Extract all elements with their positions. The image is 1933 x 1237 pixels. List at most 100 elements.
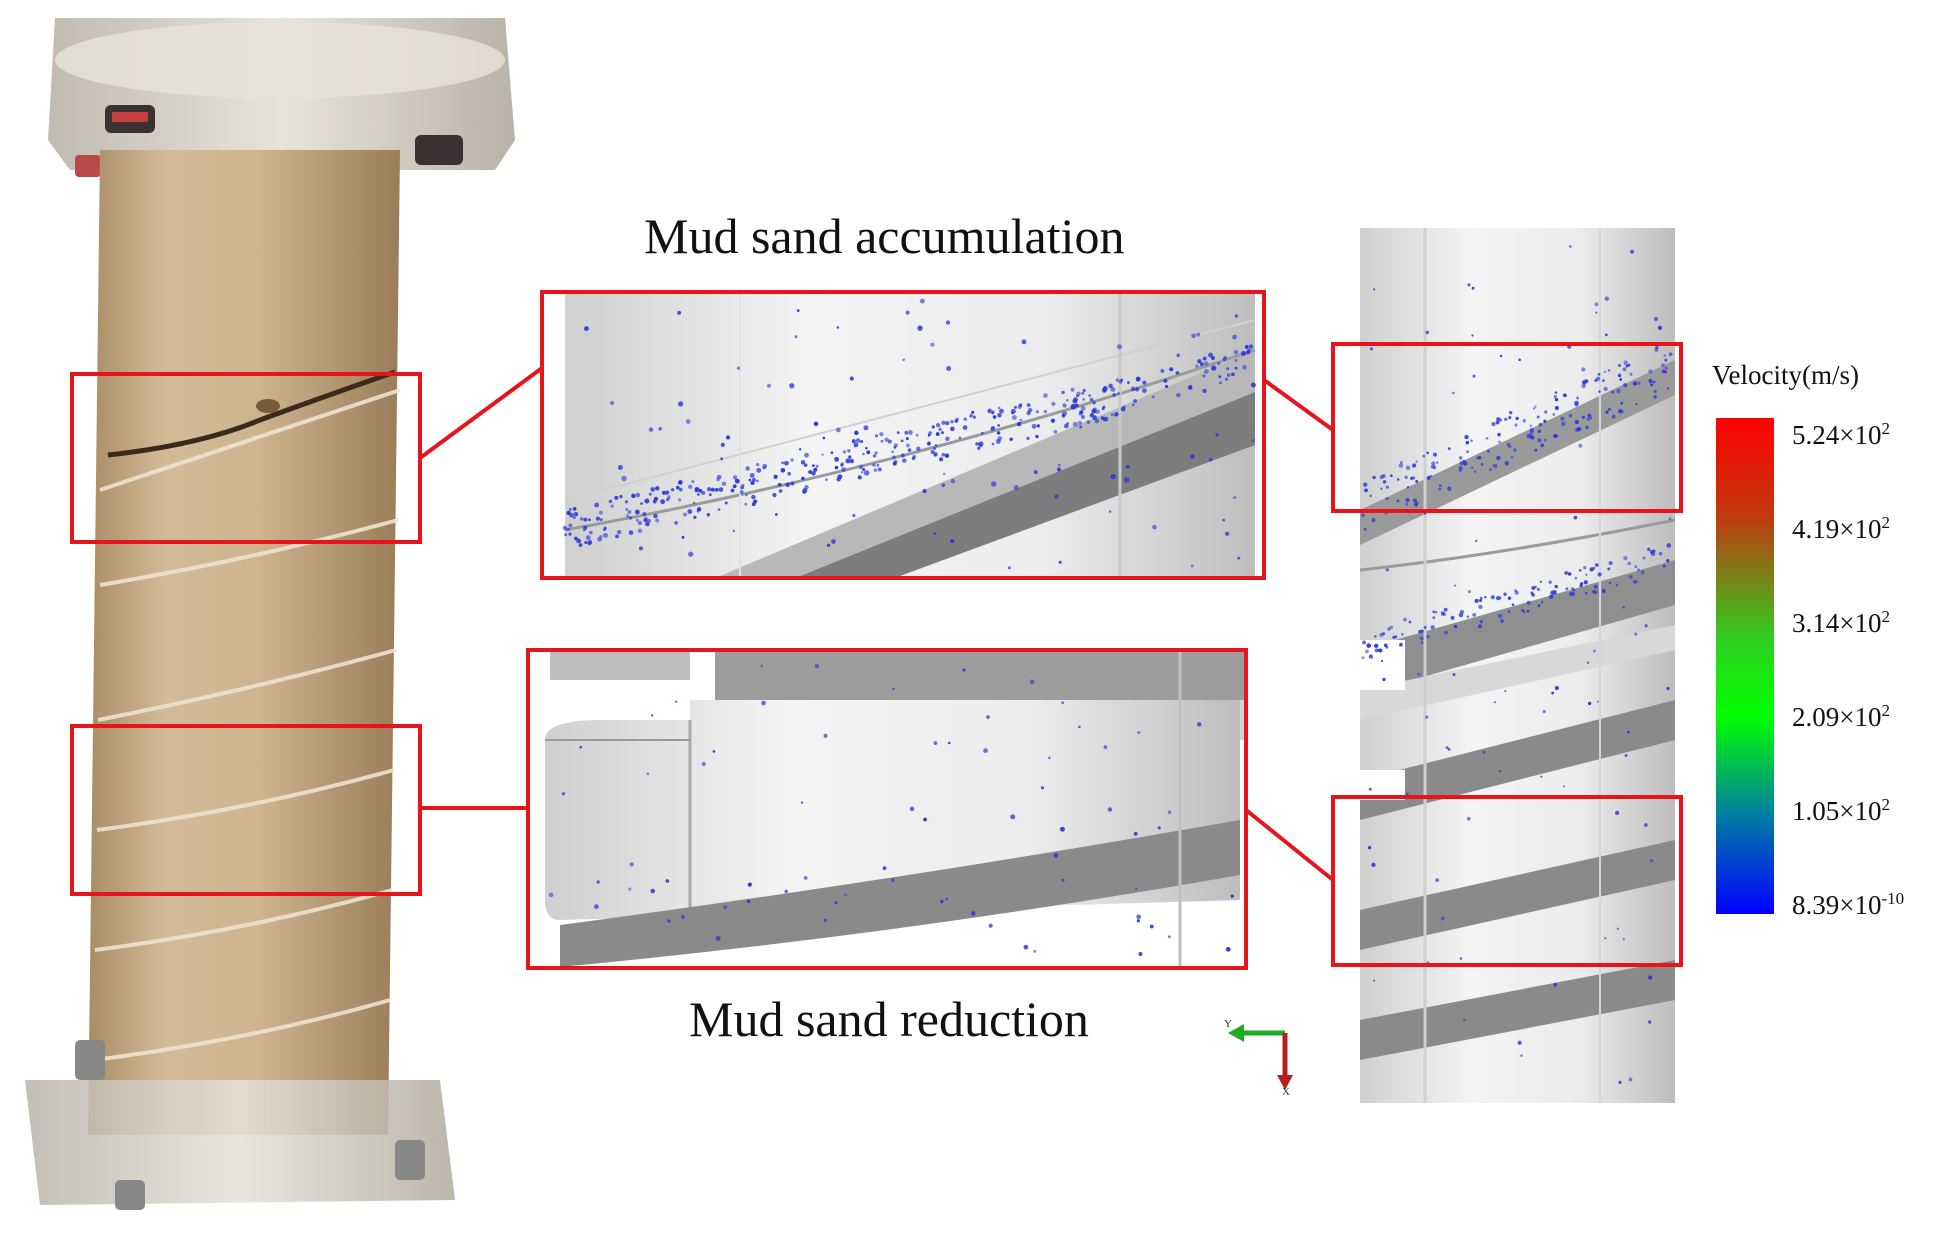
sand-particle [1196,332,1201,337]
sand-particle [608,499,613,504]
sand-particle [1597,372,1601,376]
sand-particle [746,899,751,904]
sand-particle [873,468,878,472]
sand-particle [1219,381,1223,385]
sand-particle [1381,660,1384,663]
sand-particle [1016,421,1022,427]
sand-particle [1474,598,1479,603]
sand-particle [1589,416,1593,420]
sand-particle [648,427,654,432]
sand-particle [1561,421,1566,426]
sand-particle [631,493,636,499]
sand-particle [1026,403,1031,408]
sand-particle [1489,468,1493,472]
sand-particle [958,436,962,440]
sand-particle [1647,547,1651,551]
sand-particle [593,904,599,910]
sand-particle [890,878,895,883]
sand-particle [1553,982,1558,987]
sand-particle [872,454,877,458]
sand-particle [548,892,554,898]
sand-particle [1399,642,1403,647]
sand-particle [628,516,633,520]
sand-particle [1233,349,1239,355]
sand-particle [1415,479,1419,483]
sand-particle [666,496,670,500]
sand-particle [1615,810,1620,816]
sand-particle [1623,555,1628,561]
sand-particle [721,481,727,486]
sand-particle [801,461,805,465]
sand-particle [1495,420,1500,425]
sand-particle [1090,413,1094,418]
sand-particle [594,502,600,508]
sand-particle [1108,383,1113,389]
sand-particle [569,512,574,518]
sand-particle [1117,392,1121,395]
sand-particle [1470,439,1473,443]
sand-particle [670,488,675,492]
sand-particle [1620,401,1624,405]
sand-particle [1053,853,1059,858]
sand-particle [643,518,648,523]
sand-particle [1190,564,1194,568]
sand-particle [1573,515,1578,520]
sand-particle [1507,596,1512,600]
sand-particle [1571,587,1575,591]
sand-particle [857,475,862,480]
sand-particle [1560,416,1565,421]
sand-particle [884,437,889,442]
sand-particle [1649,549,1654,554]
sand-particle [1126,381,1130,384]
sand-particle [1136,914,1142,920]
sand-particle [752,477,756,482]
sand-particle [1622,367,1627,372]
sand-particle [720,457,724,461]
sand-particle [1463,461,1468,466]
sand-particle [1662,564,1666,568]
sand-particle [1230,894,1234,898]
sand-particle [874,434,879,438]
sand-particle [1618,1080,1622,1084]
sand-particle [1594,590,1598,595]
sand-particle [1033,470,1038,475]
sand-particle [1529,431,1534,435]
sand-particle [1133,399,1138,403]
sand-particle [1142,388,1147,393]
sand-particle [599,518,603,522]
sand-particle [1373,979,1376,982]
sand-particle [1515,416,1519,421]
sand-particle [1224,531,1230,536]
sand-particle [720,442,725,447]
sand-particle [969,414,973,418]
sand-particle [748,478,752,482]
sand-particle [1608,581,1612,585]
sand-particle [1374,635,1377,638]
sand-particle [823,918,828,922]
sand-particle [701,762,706,767]
sand-particle [1479,598,1483,602]
sand-particle [687,484,693,490]
sand-particle [1503,592,1507,596]
sand-particle [1190,454,1195,459]
sand-particle [1586,661,1590,665]
sand-particle [1574,419,1579,425]
sand-particle [1432,616,1436,620]
axis-triad [1228,1024,1293,1090]
sand-particle [1440,916,1445,921]
sand-particle [674,520,679,525]
sand-particle [940,431,944,435]
sand-particle [917,325,923,331]
sand-particle [862,468,866,472]
sand-particle [1202,356,1207,361]
sand-particle [1664,358,1668,362]
sand-particle [1366,643,1371,648]
sand-particle [1522,419,1526,423]
sand-particle [1400,632,1404,636]
sand-particle [1644,624,1648,628]
sand-particle [1552,413,1556,416]
sand-particle [1467,283,1471,287]
sand-particle [983,748,988,754]
sand-particle [1458,612,1464,618]
sand-particle [1364,649,1369,654]
